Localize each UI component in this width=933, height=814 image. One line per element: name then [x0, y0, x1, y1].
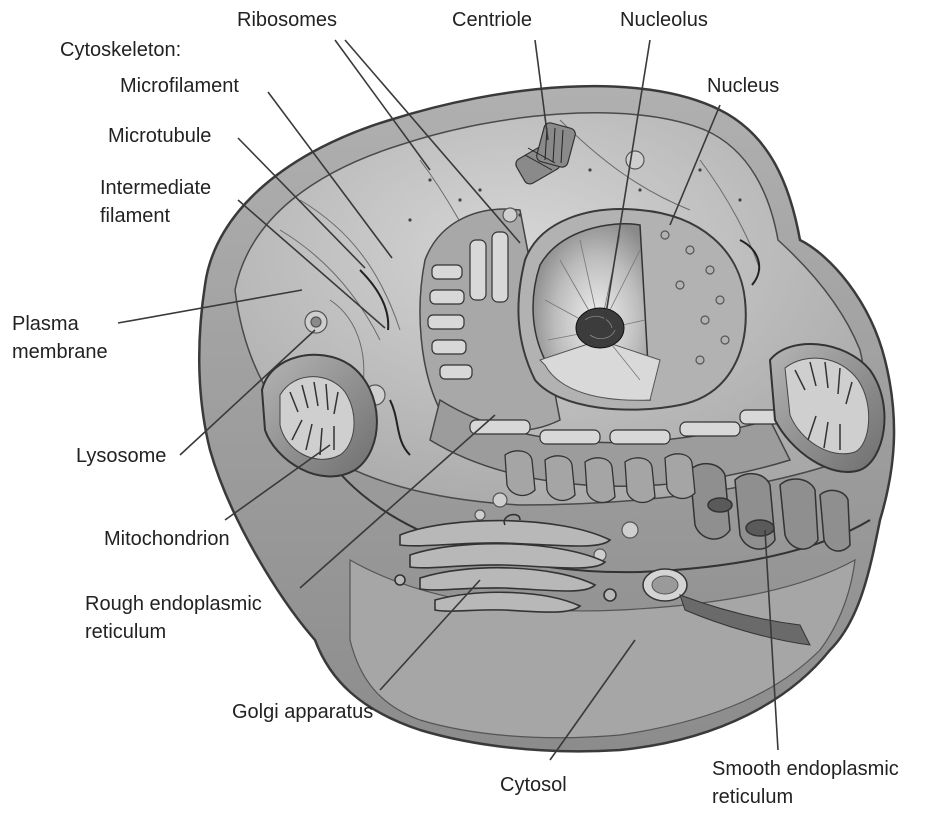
nucleolus-body — [576, 308, 624, 348]
label-intermediate-filament-line2: filament — [100, 205, 170, 227]
label-intermediate-filament-line1: Intermediate — [100, 177, 211, 199]
label-rough-er-line1: Rough endoplasmic — [85, 593, 262, 615]
label-cytosol: Cytosol — [500, 774, 567, 796]
label-mitochondrion: Mitochondrion — [104, 528, 230, 550]
label-microfilament: Microfilament — [120, 75, 239, 97]
label-centriole: Centriole — [452, 9, 532, 31]
label-lysosome: Lysosome — [76, 445, 166, 467]
label-smooth-er-line1: Smooth endoplasmic — [712, 758, 899, 780]
label-plasma-membrane-line2: membrane — [12, 341, 108, 363]
label-cytoskeleton: Cytoskeleton: — [60, 39, 181, 61]
label-rough-er-line2: reticulum — [85, 621, 166, 643]
label-plasma-membrane-line1: Plasma — [12, 313, 80, 335]
label-golgi-apparatus: Golgi apparatus — [232, 701, 373, 723]
label-nucleolus: Nucleolus — [620, 9, 708, 31]
label-smooth-er-line2: reticulum — [712, 786, 793, 808]
label-microtubule: Microtubule — [108, 125, 211, 147]
nucleus — [518, 209, 745, 410]
label-nucleus: Nucleus — [707, 75, 779, 97]
label-ribosomes: Ribosomes — [237, 9, 337, 31]
